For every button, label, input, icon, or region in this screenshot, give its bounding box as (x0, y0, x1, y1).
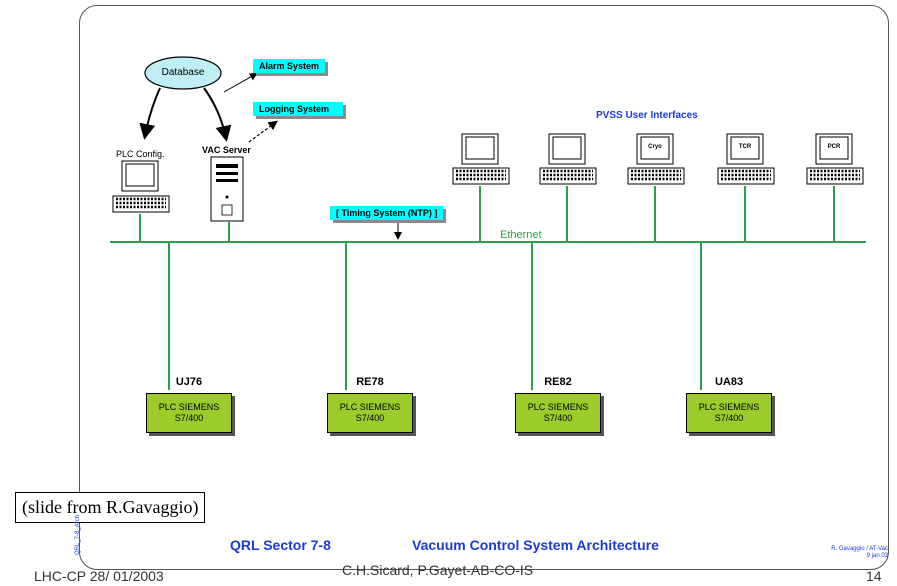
pvss-terminal-icon (452, 133, 510, 185)
terminal-label-pcr: PCR (827, 144, 841, 150)
plc-box: PLC SIEMENS S7/400 (686, 393, 772, 433)
vac-server-icon (210, 156, 244, 222)
plc-cpu: S7/400 (355, 413, 385, 423)
timing-system-label: [ Timing System (NTP) ] (330, 206, 444, 220)
plc-name: UA83 (714, 376, 744, 388)
plc-config-terminal-icon (112, 160, 170, 213)
pvss-user-interfaces-label: PVSS User Interfaces (596, 110, 698, 121)
database-label: Database (161, 67, 205, 78)
plc-box: PLC SIEMENS S7/400 (146, 393, 232, 433)
arrow-db-to-plcconfig (139, 87, 161, 140)
plc-name: RE78 (356, 376, 384, 388)
plc-config-label: PLC Config. (116, 149, 165, 159)
arrow-to-alarm (223, 73, 258, 93)
ethernet-label: Ethernet (500, 229, 542, 241)
author-note-line1: R. Gavaggio / AT-Vac (831, 546, 888, 552)
footer-left: LHC-CP 28/ 01/2003 (34, 568, 164, 584)
plc-name: UJ76 (175, 376, 203, 388)
plc-cpu: S7/400 (543, 413, 573, 423)
plc-cpu: S7/400 (174, 413, 204, 423)
database-node (144, 56, 222, 90)
side-note: QRL_7-8_Arch (75, 514, 81, 555)
pcr-terminal-icon (806, 133, 864, 185)
cryo-terminal-icon (627, 133, 685, 185)
plc-box: PLC SIEMENS S7/400 (515, 393, 601, 433)
plc-cpu: S7/400 (714, 413, 744, 423)
slide-credit: (slide from R.Gavaggio) (15, 492, 206, 523)
arrow-db-to-vacserver (203, 87, 232, 142)
vac-server-label: VAC Server (202, 145, 251, 155)
plc-model: PLC SIEMENS (158, 402, 220, 412)
footer-center: C.H.Sicard, P.Gayet-AB-CO-IS (342, 562, 534, 578)
author-note: R. Gavaggio / AT-Vac 9 jan 03 (800, 546, 888, 560)
pvss-terminal-icon (539, 133, 597, 185)
author-note-line2: 9 jan 03 (866, 553, 888, 559)
tcr-terminal-icon (717, 133, 775, 185)
plc-model: PLC SIEMENS (698, 402, 760, 412)
logging-system-label: Logging System (253, 102, 344, 116)
title-right: Vacuum Control System Architecture (412, 537, 659, 553)
slide-frame (79, 5, 889, 570)
terminal-label-cryo: Cryo (648, 144, 662, 150)
arrow-to-logging (248, 120, 278, 143)
plc-model: PLC SIEMENS (339, 402, 401, 412)
plc-name: RE82 (544, 376, 572, 388)
plc-box: PLC SIEMENS S7/400 (327, 393, 413, 433)
footer-page: 14 (866, 568, 882, 584)
alarm-system-label: Alarm System (253, 59, 326, 73)
plc-model: PLC SIEMENS (527, 402, 589, 412)
terminal-label-tcr: TCR (738, 144, 752, 150)
title-left: QRL Sector 7-8 (230, 537, 331, 553)
